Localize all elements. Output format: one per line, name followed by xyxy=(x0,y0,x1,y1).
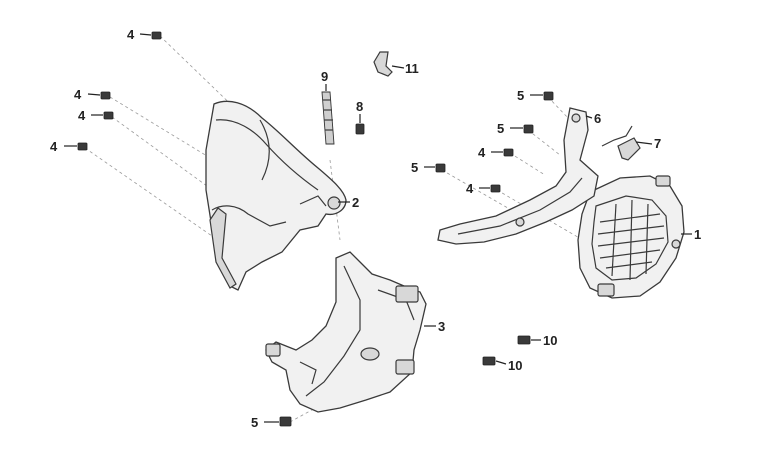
callout-6: 6 xyxy=(594,111,601,126)
part-7-clip xyxy=(601,125,641,161)
callout-5-a: 5 xyxy=(517,88,524,103)
bolts xyxy=(77,31,554,427)
callout-5-b: 5 xyxy=(497,121,504,136)
callout-4-f: 4 xyxy=(466,181,474,196)
callout-5-d: 5 xyxy=(251,415,258,430)
callout-4-d: 4 xyxy=(50,139,58,154)
part-6-bracket-arm xyxy=(437,107,599,245)
callout-2: 2 xyxy=(352,195,359,210)
part-2-upper-cover xyxy=(205,100,347,291)
callout-11: 11 xyxy=(405,61,419,76)
callout-7: 7 xyxy=(654,136,661,151)
callout-4-b: 4 xyxy=(74,87,82,102)
callout-labels: 1 2 3 4 4 4 4 4 4 5 5 5 5 6 7 8 9 10 10 … xyxy=(50,27,701,430)
callout-leader-lines xyxy=(64,33,692,423)
callout-8: 8 xyxy=(356,99,363,114)
assembly-guide-lines xyxy=(84,35,601,423)
callout-9: 9 xyxy=(321,69,328,84)
callout-1: 1 xyxy=(694,227,701,242)
callout-4-c: 4 xyxy=(78,108,86,123)
callout-10-a: 10 xyxy=(543,333,557,348)
fan-grille xyxy=(597,199,665,281)
callout-10-b: 10 xyxy=(508,358,522,373)
part-3-lower-cover xyxy=(265,251,427,413)
part-9-stud xyxy=(321,91,335,145)
part-1-fan-shroud xyxy=(577,175,685,299)
part-11-hook xyxy=(373,51,393,77)
callout-5-c: 5 xyxy=(411,160,418,175)
part-8-bolt xyxy=(355,123,365,135)
callout-4-a: 4 xyxy=(127,27,135,42)
callout-3: 3 xyxy=(438,319,445,334)
callout-4-e: 4 xyxy=(478,145,486,160)
